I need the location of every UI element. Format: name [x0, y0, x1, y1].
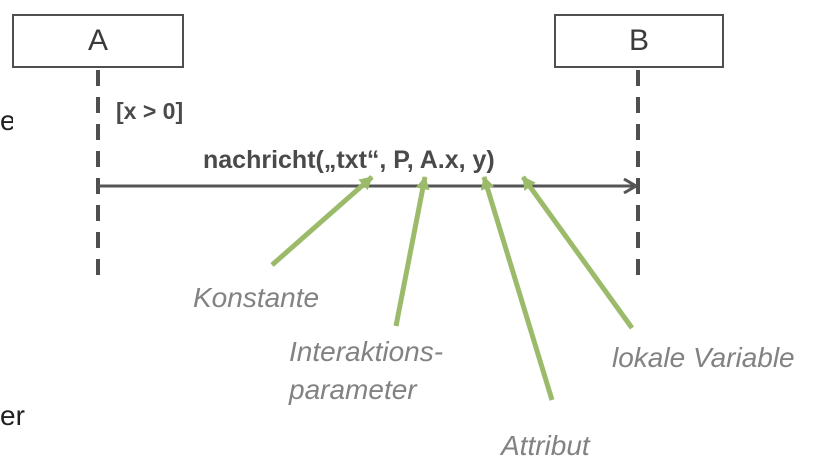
- lifeline-a-label: A: [87, 24, 108, 57]
- message-label: nachricht(„txt“, P, A.x, y): [203, 146, 495, 174]
- interaktionsparameter-arrow: [393, 176, 430, 327]
- attribut-label: Attribut: [501, 430, 590, 461]
- lifeline-b-label: B: [628, 24, 649, 57]
- interaktionsparameter-line2: parameter: [289, 374, 417, 406]
- lifeline-a-box: A: [12, 14, 184, 68]
- konstante-label: Konstante: [193, 282, 320, 313]
- lokale-variable-arrow: [520, 175, 635, 330]
- guard-condition: [x > 0]: [116, 98, 184, 124]
- lifeline-b-box: B: [554, 14, 724, 68]
- interaktionsparameter-line1: Interaktions-: [289, 336, 444, 367]
- attribut-arrow: [480, 176, 555, 401]
- konstante-arrow: [270, 175, 374, 267]
- interaktionsparameter-label: Interaktions- parameter: [289, 333, 443, 410]
- clipped-edge-text-bottom: er: [0, 400, 25, 431]
- clipped-edge-text-top: e: [0, 105, 13, 136]
- lokale-variable-label: lokale Variable: [612, 342, 795, 373]
